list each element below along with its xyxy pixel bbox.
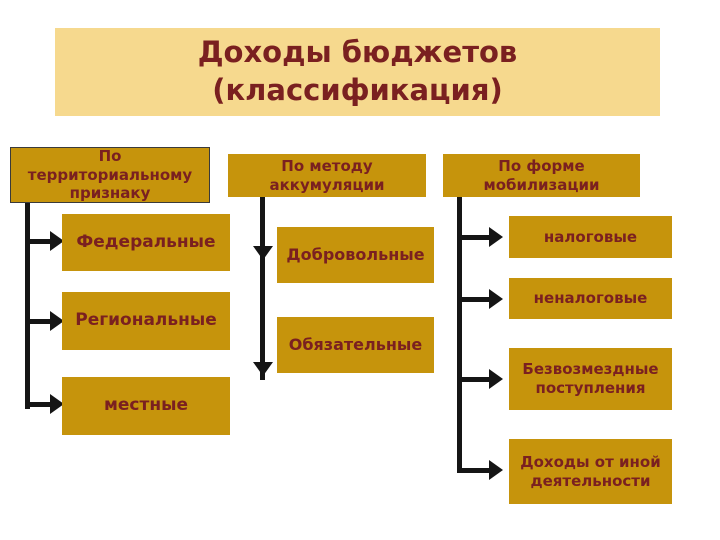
connector-branch-nontax	[462, 297, 490, 302]
arrow-right-icon	[50, 231, 64, 251]
connector-vertical-mobilization	[457, 197, 462, 473]
connector-vertical-territorial	[25, 203, 30, 409]
item-other-activity-income: Доходы от иной деятельности	[509, 439, 672, 504]
diagram-title-line2: (классификация)	[212, 73, 503, 107]
item-tax: налоговые	[509, 216, 672, 258]
item-mandatory: Обязательные	[277, 317, 434, 373]
connector-branch-regional	[30, 319, 51, 324]
item-nontax: неналоговые	[509, 278, 672, 319]
diagram-title-line1: Доходы бюджетов	[197, 35, 518, 70]
arrow-right-icon	[489, 227, 503, 247]
item-regional: Региональные	[62, 292, 230, 350]
arrow-right-icon	[489, 289, 503, 309]
connector-branch-gratuitous	[462, 377, 490, 382]
connector-branch-federal	[30, 239, 51, 244]
connector-vertical-accumulation	[260, 197, 265, 380]
arrow-down-icon	[253, 362, 273, 376]
item-federal: Федеральные	[62, 214, 230, 271]
connector-branch-other-income	[462, 468, 490, 473]
connector-branch-tax	[462, 235, 490, 240]
connector-branch-local	[30, 402, 51, 407]
arrow-right-icon	[50, 311, 64, 331]
column-header-territorial: По территориальному признаку	[10, 147, 210, 203]
column-header-accumulation: По методу аккумуляции	[228, 154, 426, 197]
arrow-right-icon	[489, 460, 503, 480]
item-local: местные	[62, 377, 230, 435]
item-gratuitous-receipts: Безвозмездные поступления	[509, 348, 672, 410]
item-voluntary: Добровольные	[277, 227, 434, 283]
column-header-mobilization: По форме мобилизации	[443, 154, 640, 197]
diagram-title: Доходы бюджетов (классификация)	[55, 28, 660, 116]
arrow-right-icon	[50, 394, 64, 414]
arrow-down-icon	[253, 246, 273, 260]
arrow-right-icon	[489, 369, 503, 389]
